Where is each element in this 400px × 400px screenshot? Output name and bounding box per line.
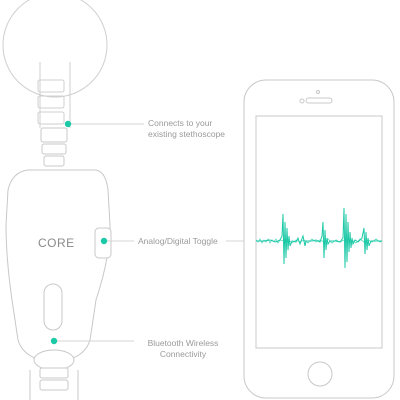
phone-screen bbox=[255, 115, 383, 349]
bluetooth-callout-dot bbox=[50, 337, 58, 345]
device-body bbox=[5, 169, 111, 363]
connects-annotation-line1: Connects to your bbox=[148, 118, 213, 128]
connects-annotation: Connects to your existing stethoscope bbox=[148, 118, 248, 140]
phone-speaker bbox=[305, 97, 333, 104]
connects-annotation-line2: existing stethoscope bbox=[148, 129, 226, 139]
toggle-annotation: Analog/Digital Toggle bbox=[138, 236, 218, 246]
waveform-noise bbox=[255, 238, 383, 244]
device-slot bbox=[43, 283, 63, 331]
connector-callout-dot bbox=[64, 120, 72, 128]
device-bottom-port bbox=[29, 349, 79, 400]
phone-sensor-icon bbox=[316, 90, 320, 94]
stethoscope-tubing bbox=[37, 62, 71, 128]
bluetooth-annotation-line1: Bluetooth Wireless bbox=[147, 338, 219, 348]
stethoscope-chestpiece bbox=[2, 0, 108, 98]
device-label: CORE bbox=[38, 236, 75, 250]
phone-camera-icon bbox=[299, 98, 305, 104]
phone-home-button[interactable] bbox=[307, 361, 333, 387]
bluetooth-annotation: Bluetooth Wireless Connectivity bbox=[138, 338, 228, 360]
device-connector bbox=[40, 127, 68, 167]
bluetooth-annotation-line2: Connectivity bbox=[159, 349, 207, 359]
toggle-callout-dot bbox=[100, 237, 108, 245]
